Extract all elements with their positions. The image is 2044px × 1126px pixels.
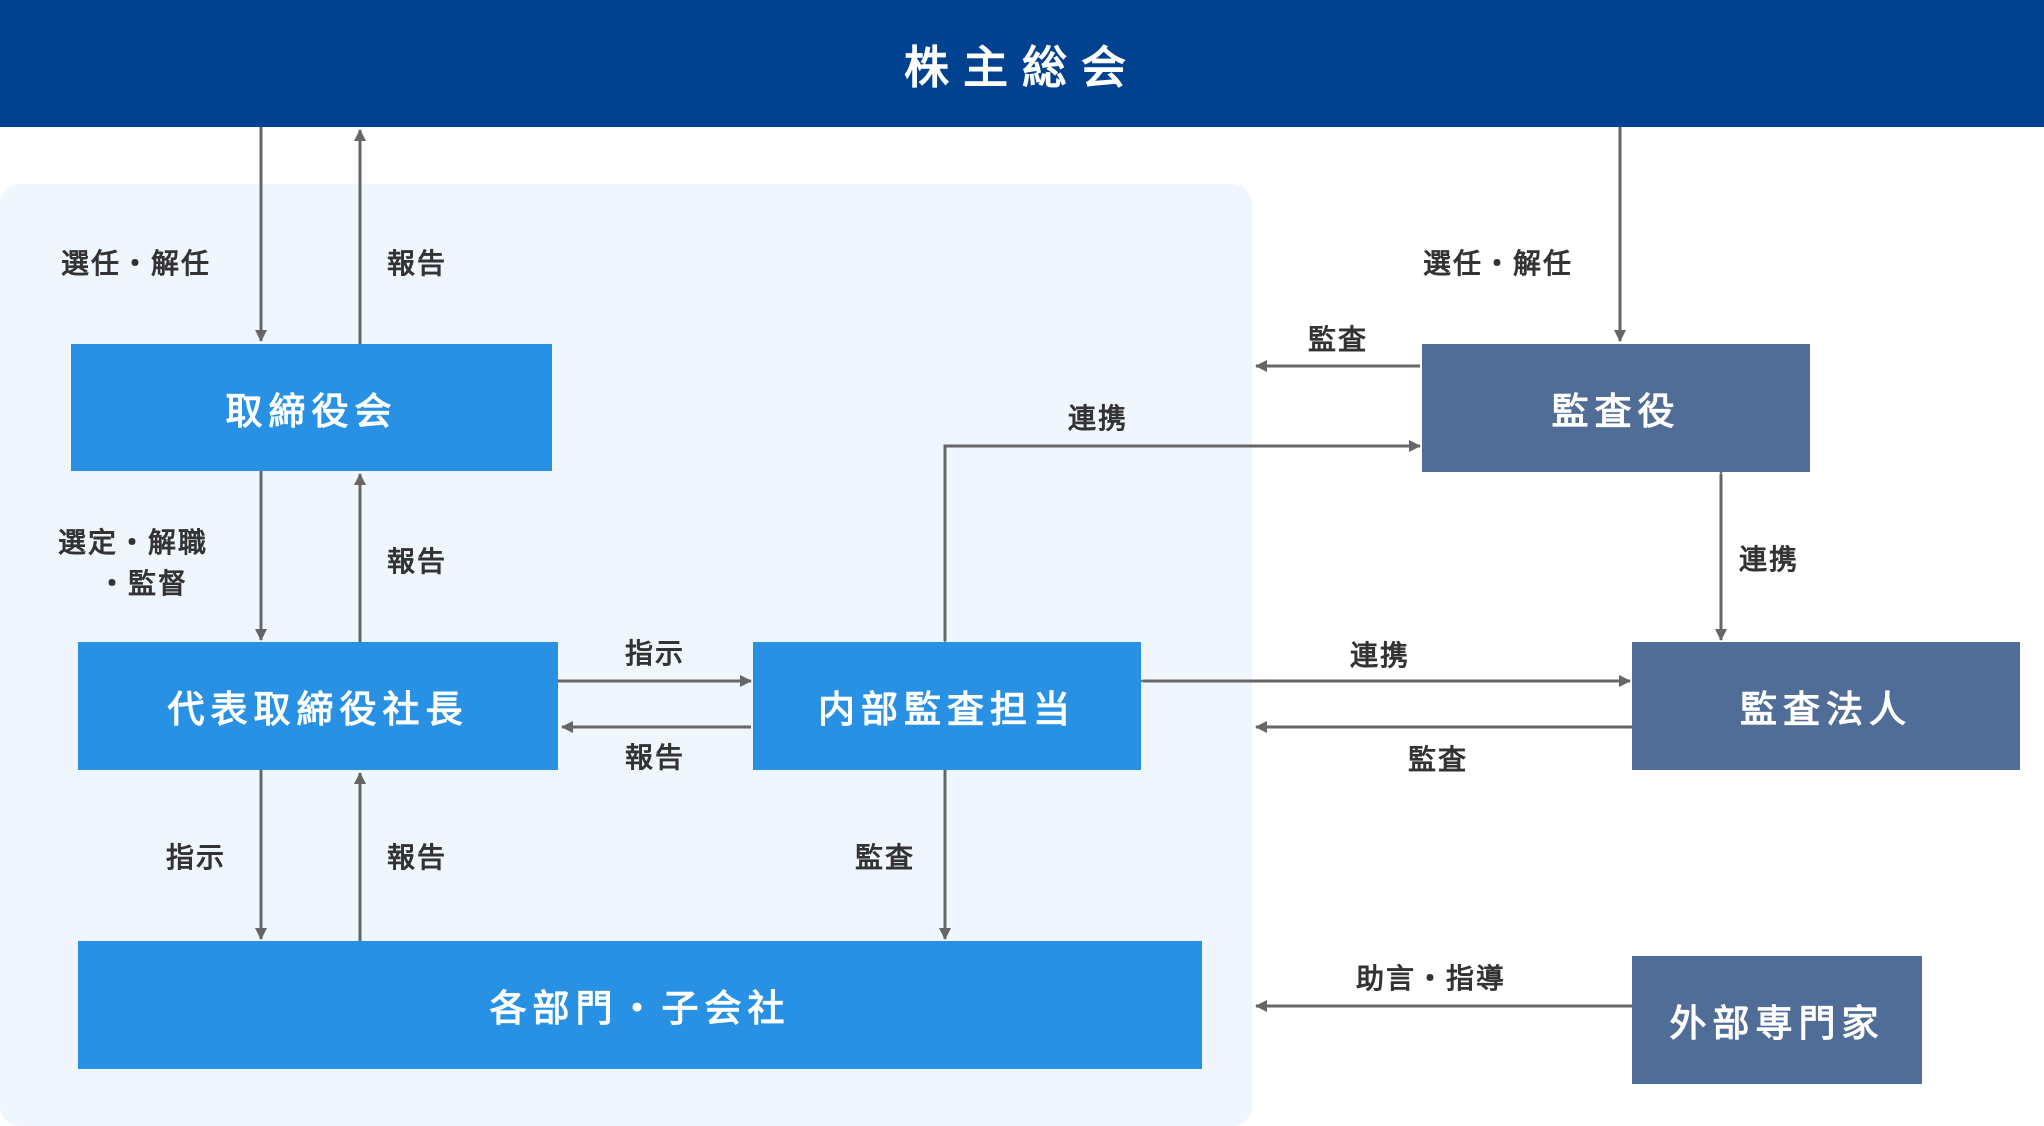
- auditor-label: 監査役: [1551, 390, 1681, 433]
- label-report-divisions: 報告: [387, 841, 448, 874]
- internal-audit-box: 内部監査担当: [753, 642, 1141, 770]
- label-coop-auditor-internal: 連携: [1068, 402, 1129, 435]
- external-experts-box: 外部専門家: [1632, 956, 1922, 1084]
- label-report-board: 報告: [387, 247, 448, 280]
- label-report-internal: 報告: [625, 741, 686, 774]
- header-title: 株主総会: [903, 41, 1140, 94]
- label-audit-divisions: 監査: [855, 841, 916, 874]
- label-coop-firm-internal: 連携: [1350, 639, 1411, 672]
- label-coop-auditor-firm: 連携: [1739, 543, 1800, 576]
- president-label: 代表取締役社長: [167, 688, 469, 731]
- internal-audit-label: 内部監査担当: [818, 688, 1076, 731]
- label-audit-firm: 監査: [1408, 743, 1469, 776]
- arrow-coop-auditor-internal: [939, 440, 1421, 652]
- audit-firm-label: 監査法人: [1740, 688, 1912, 731]
- label-instruct-divisions: 指示: [166, 841, 227, 874]
- auditor-box: 監査役: [1422, 344, 1810, 472]
- label-select-dismiss-line1: 選定・解職: [58, 526, 209, 559]
- president-box: 代表取締役社長: [78, 642, 558, 770]
- label-select-dismiss-line2: ・監督: [98, 567, 189, 600]
- label-advice-guidance: 助言・指導: [1356, 962, 1507, 995]
- label-audit-top: 監査: [1308, 323, 1369, 356]
- external-experts-label: 外部専門家: [1669, 1002, 1885, 1045]
- board-of-directors-label: 取締役会: [225, 389, 398, 433]
- divisions-label: 各部門・子会社: [489, 987, 791, 1030]
- shareholders-meeting-header: 株主総会: [0, 0, 2044, 127]
- label-instruct-internal: 指示: [625, 637, 686, 670]
- label-appoint-dismiss-auditor: 選任・解任: [1423, 247, 1574, 280]
- divisions-box: 各部門・子会社: [78, 941, 1202, 1069]
- board-of-directors-box: 取締役会: [71, 344, 552, 471]
- label-report-president: 報告: [387, 545, 448, 578]
- label-appoint-dismiss-board: 選任・解任: [61, 247, 212, 280]
- audit-firm-box: 監査法人: [1632, 642, 2020, 770]
